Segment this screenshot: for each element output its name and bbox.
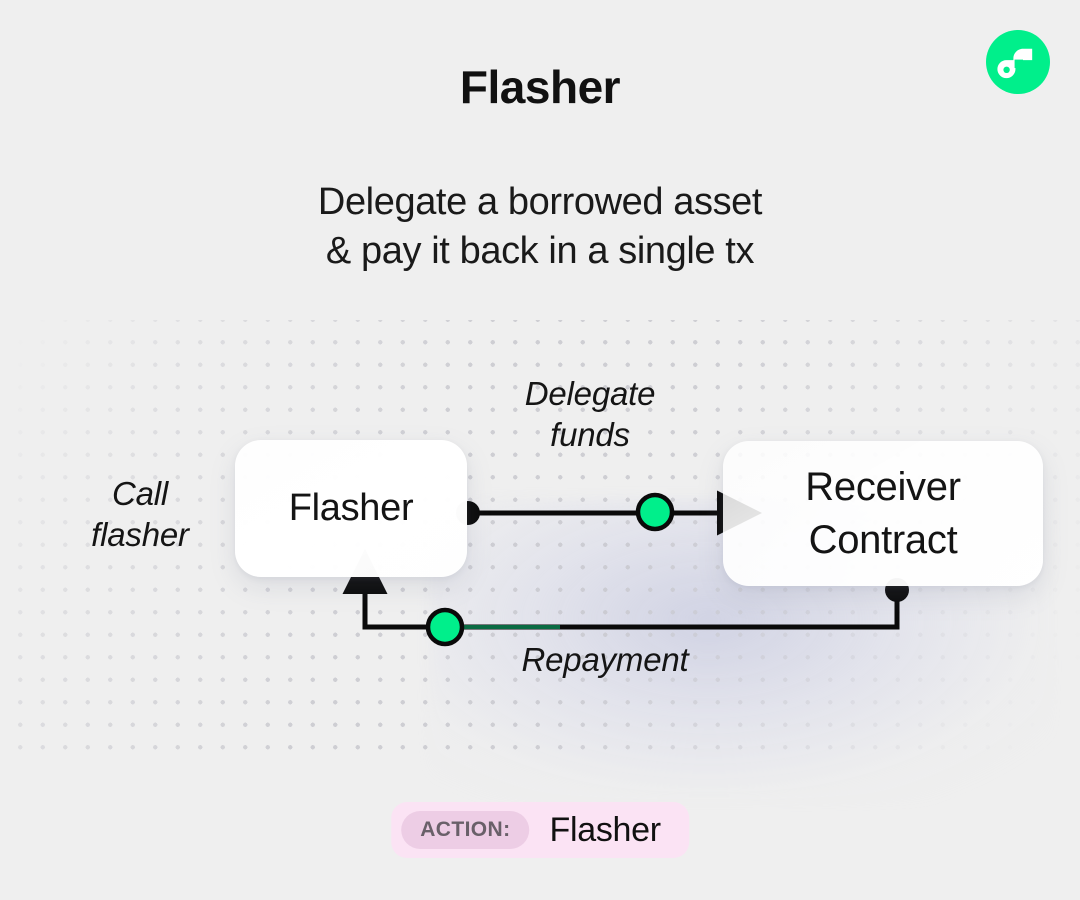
edge-token-dot — [635, 492, 675, 532]
edge-token-dot — [425, 607, 465, 647]
page-title: Flasher — [459, 61, 621, 113]
node-flasher-label: Flasher — [288, 487, 414, 529]
label-call-flasher: Call flasher — [91, 475, 189, 553]
action-badge-value: Flasher — [549, 810, 662, 849]
page-subtitle: Delegate a borrowed asset & pay it back … — [317, 181, 763, 272]
node-receiver-contract-label: Receiver Contract — [805, 464, 961, 562]
action-badge[interactable]: ACTION: Flasher — [391, 802, 689, 858]
action-badge-key: ACTION: — [401, 811, 530, 849]
label-repayment: Repayment — [521, 641, 689, 678]
edge-repayment — [342, 549, 909, 647]
node-receiver-contract[interactable]: Receiver Contract — [723, 441, 1043, 586]
label-delegate-funds: Delegate funds — [524, 375, 656, 453]
node-flasher[interactable]: Flasher — [235, 440, 467, 577]
flow-logo-icon — [986, 30, 1050, 94]
edge-delegate-funds — [456, 490, 762, 536]
